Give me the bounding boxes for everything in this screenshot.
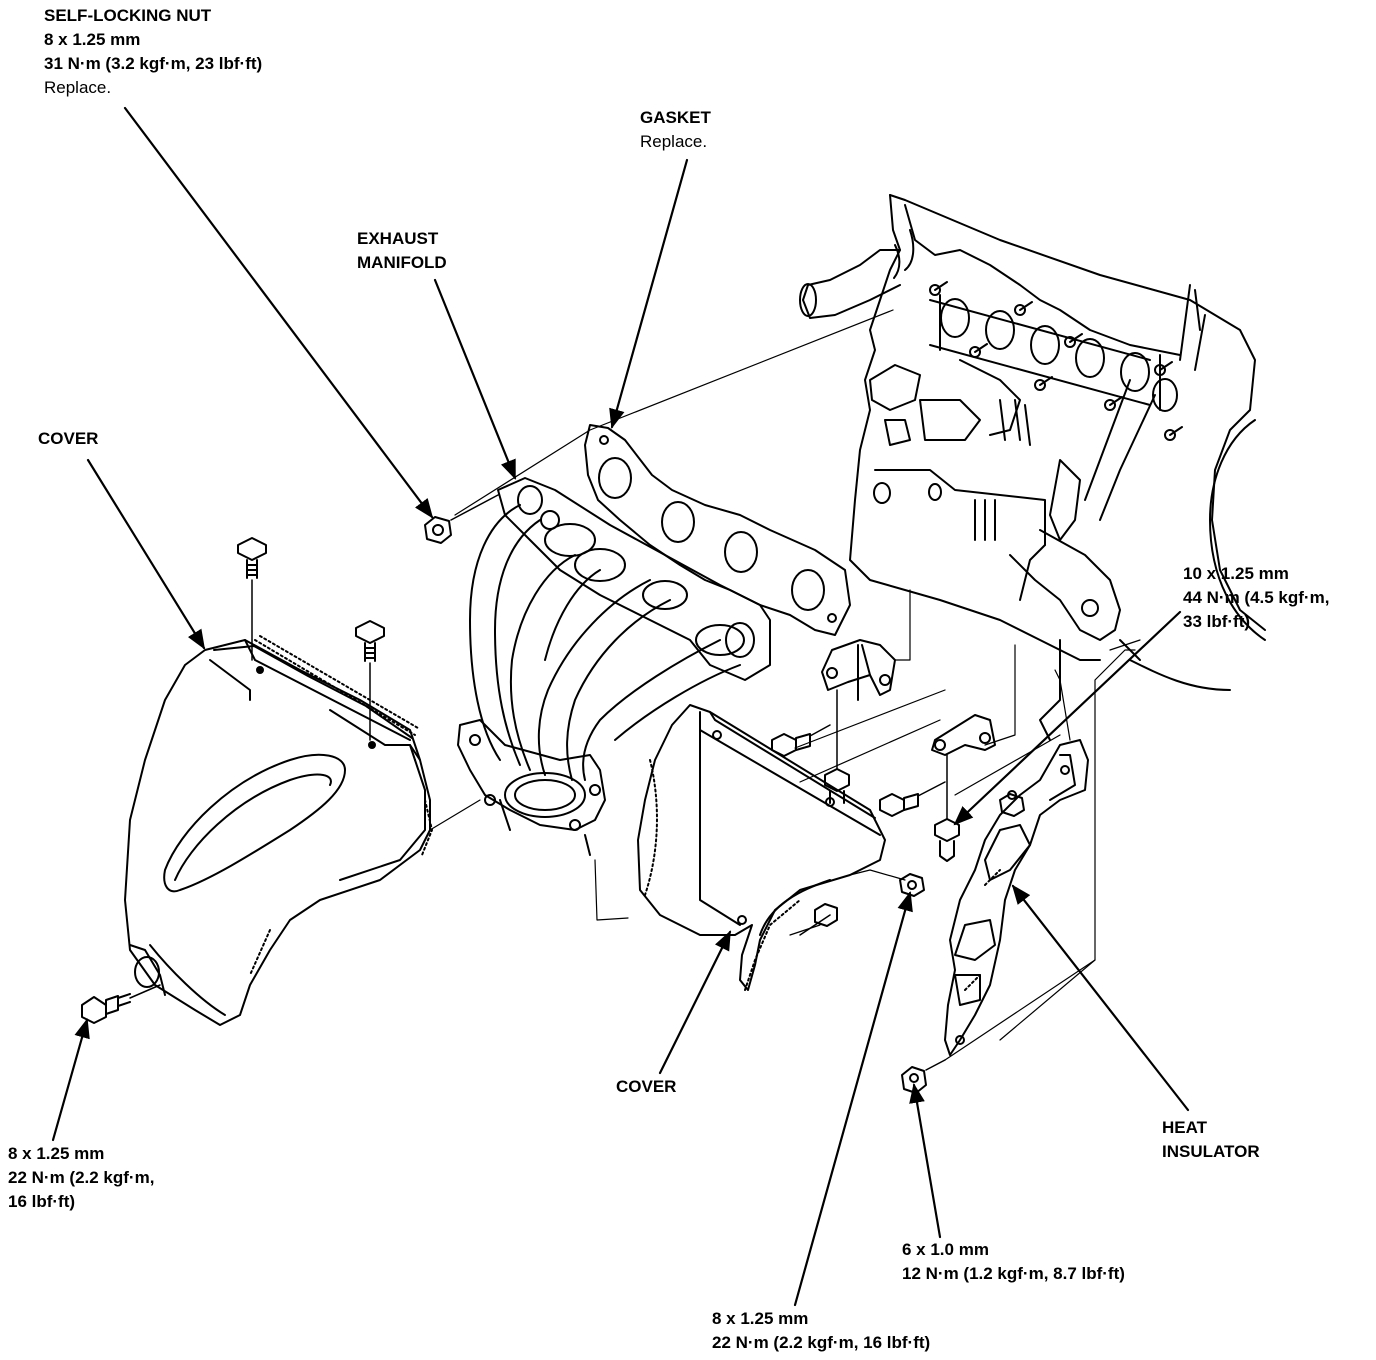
cover-left-title: COVER	[38, 429, 99, 448]
bolt-6-torque: 12 N·m (1.2 kgf·m, 8.7 lbf·ft)	[902, 1264, 1125, 1283]
bolt-10-size: 10 x 1.25 mm	[1183, 564, 1289, 583]
bottom-cover-shield	[637, 704, 886, 991]
self-locking-nut-size: 8 x 1.25 mm	[44, 30, 141, 49]
arrow-heat-insulator	[1011, 884, 1190, 1112]
label-heat-insulator: HEAT INSULATOR	[1162, 1116, 1260, 1164]
arrow-self-locking-nut	[123, 106, 434, 519]
gasket-note: Replace.	[640, 132, 708, 151]
alignment-lines	[429, 309, 1141, 1061]
bracket-bolts	[771, 689, 960, 936]
engine-block	[799, 194, 1266, 741]
gasket-title: GASKET	[640, 108, 711, 127]
bolt-8-bottom-torque: 22 N·m (2.2 kgf·m, 16 lbf·ft)	[712, 1333, 931, 1352]
bolt-8-bottom-size: 8 x 1.25 mm	[712, 1309, 809, 1328]
bolt-8-left-torque2: 16 lbf·ft)	[8, 1192, 76, 1211]
arrow-exhaust-manifold	[433, 278, 517, 480]
heat-insulator-line2: INSULATOR	[1162, 1142, 1260, 1161]
bolt-8-left-torque1: 22 N·m (2.2 kgf·m,	[8, 1168, 155, 1187]
label-cover-bottom: COVER	[616, 1075, 676, 1099]
bolt-8-left-size: 8 x 1.25 mm	[8, 1144, 105, 1163]
label-bolt-6: 6 x 1.0 mm 12 N·m (1.2 kgf·m, 8.7 lbf·ft…	[902, 1238, 1125, 1286]
arrow-bolt-8-bottom	[793, 891, 913, 1307]
label-bolt-10: 10 x 1.25 mm 44 N·m (4.5 kgf·m, 33 lbf·f…	[1183, 562, 1329, 634]
exhaust-manifold	[457, 477, 771, 856]
label-bolt-8-left: 8 x 1.25 mm 22 N·m (2.2 kgf·m, 16 lbf·ft…	[8, 1142, 154, 1214]
label-cover-left: COVER	[38, 427, 98, 451]
arrow-bolt-8-left	[51, 1018, 90, 1142]
bracket-lower	[931, 714, 996, 756]
heat-insulator-line1: HEAT	[1162, 1118, 1208, 1137]
arrow-bolt-10	[953, 610, 1182, 826]
cover-bolt-mid	[355, 620, 385, 741]
label-gasket: GASKET Replace.	[640, 106, 711, 154]
self-locking-nut	[424, 494, 499, 544]
cover-bottom-title: COVER	[616, 1077, 677, 1096]
bolt-10-torque1: 44 N·m (4.5 kgf·m,	[1183, 588, 1330, 607]
arrow-bolt-6	[909, 1083, 942, 1239]
self-locking-nut-torque: 31 N·m (3.2 kgf·m, 23 lbf·ft)	[44, 54, 263, 73]
label-bolt-8-bottom: 8 x 1.25 mm 22 N·m (2.2 kgf·m, 16 lbf·ft…	[712, 1307, 930, 1355]
label-self-locking-nut: SELF-LOCKING NUT 8 x 1.25 mm 31 N·m (3.2…	[44, 4, 262, 100]
exhaust-manifold-line1: EXHAUST	[357, 229, 439, 248]
arrow-cover-left	[86, 458, 206, 650]
manifold-gasket	[584, 424, 851, 636]
heat-insulator	[901, 739, 1089, 1094]
arrow-cover-bottom	[658, 930, 732, 1075]
self-locking-nut-note: Replace.	[44, 78, 112, 97]
cover-bolt-upper	[237, 537, 267, 661]
label-exhaust-manifold: EXHAUST MANIFOLD	[357, 227, 447, 275]
cover-bolt-lower-left	[81, 984, 161, 1024]
exhaust-manifold-line2: MANIFOLD	[357, 253, 447, 272]
bolt-6-size: 6 x 1.0 mm	[902, 1240, 989, 1259]
bolt-10-torque2: 33 lbf·ft)	[1183, 612, 1251, 631]
leader-arrows	[51, 106, 1190, 1307]
left-cover-shield	[124, 635, 433, 1026]
bracket-upper	[821, 639, 896, 701]
arrow-gasket	[609, 158, 689, 429]
self-locking-nut-title: SELF-LOCKING NUT	[44, 6, 212, 25]
